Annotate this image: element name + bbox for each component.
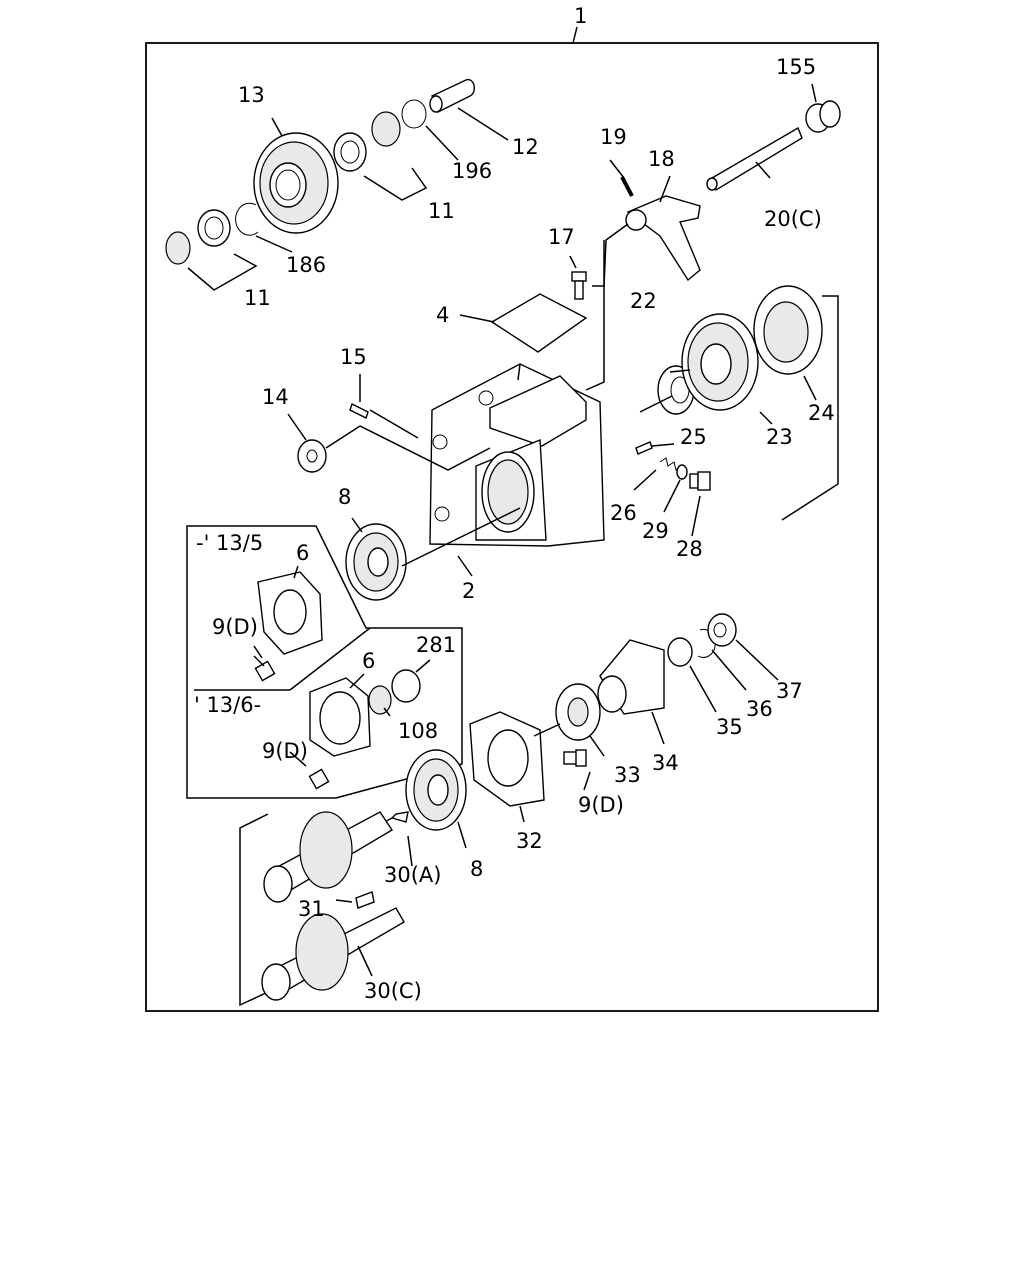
label-part-186: 186: [286, 253, 326, 277]
label-part-11-left: 11: [244, 286, 271, 310]
label-part-29: 29: [642, 519, 669, 543]
label-part-196: 196: [452, 159, 492, 183]
bolt-9d-old: [253, 655, 276, 682]
label-part-9d-new: 9(D): [262, 739, 308, 763]
variant-inset-box: [186, 525, 463, 799]
label-part-108: 108: [398, 719, 438, 743]
label-part-25: 25: [680, 425, 707, 449]
set-screw-25: [635, 441, 653, 455]
label-part-8-lower: 8: [470, 857, 483, 881]
snap-ring-186: [235, 202, 259, 236]
label-part-155: 155: [776, 55, 816, 79]
label-part-12: 12: [512, 135, 539, 159]
label-part-36: 36: [746, 697, 773, 721]
label-part-6-old: 6: [296, 541, 309, 565]
diagram-frame: [145, 42, 879, 1012]
label-part-14: 14: [262, 385, 289, 409]
ring-281: [391, 669, 421, 703]
label-part-32: 32: [516, 829, 543, 853]
bolt-28: [689, 471, 711, 491]
label-part-6-new: 6: [362, 649, 375, 673]
label-part-17: 17: [548, 225, 575, 249]
flange-34: [597, 639, 665, 715]
bolt-9d-lower: [563, 749, 587, 767]
shaft-30a: [263, 811, 409, 903]
gear-13: [253, 132, 339, 234]
bearing-11-left: [165, 209, 231, 265]
gear-23: [681, 313, 759, 411]
label-part-11-top: 11: [428, 199, 455, 223]
label-part-31: 31: [298, 897, 325, 921]
label-part-1: 1: [574, 4, 587, 28]
plate-6-new: [309, 677, 371, 757]
label-part-13: 13: [238, 83, 265, 107]
plate-6-old: [257, 571, 323, 655]
pin-15: [349, 403, 369, 419]
label-part-22: 22: [630, 289, 657, 313]
bearing-11-top: [333, 111, 401, 172]
label-part-8-upper: 8: [338, 485, 351, 509]
label-part-35: 35: [716, 715, 743, 739]
label-part-30c: 30(C): [364, 979, 422, 1003]
label-part-20c: 20(C): [764, 207, 822, 231]
sleeve-24: [753, 285, 823, 375]
housing-2: [429, 363, 605, 547]
bearing-8-upper: [345, 523, 407, 601]
key-31: [355, 891, 375, 909]
washer-29: [676, 464, 688, 480]
leader-lines: [187, 83, 817, 977]
label-part-33: 33: [614, 763, 641, 787]
plate-32: [469, 711, 545, 807]
seal-108: [368, 685, 392, 715]
label-part-34: 34: [652, 751, 679, 775]
bushing-155: [805, 100, 841, 133]
shaft-20c: [706, 126, 803, 192]
pin-12: [429, 78, 475, 113]
label-date-after: ' 13/6-: [194, 693, 261, 717]
shift-fork-18: [625, 195, 701, 282]
label-part-23: 23: [766, 425, 793, 449]
label-part-37: 37: [776, 679, 803, 703]
label-part-9d-old: 9(D): [212, 615, 258, 639]
label-date-before: -' 13/5: [196, 531, 263, 555]
label-part-19: 19: [600, 125, 627, 149]
label-part-4: 4: [436, 303, 449, 327]
cover-plate-4: [490, 293, 588, 353]
collar-14: [297, 439, 327, 473]
nut-37: [707, 613, 737, 647]
label-part-9d-lower: 9(D): [578, 793, 624, 817]
shaft-30c: [261, 907, 405, 1001]
label-part-2: 2: [462, 579, 475, 603]
label-part-28: 28: [676, 537, 703, 561]
label-part-24: 24: [808, 401, 835, 425]
bolt-17: [571, 271, 587, 300]
label-part-26: 26: [610, 501, 637, 525]
label-part-30a: 30(A): [384, 863, 441, 887]
label-part-18: 18: [648, 147, 675, 171]
spring-pin-19: [620, 176, 634, 197]
label-part-281: 281: [416, 633, 456, 657]
label-part-15: 15: [340, 345, 367, 369]
washer-35: [667, 637, 693, 667]
bolt-9d-new: [308, 768, 330, 790]
oil-seal-33: [555, 683, 601, 741]
ring-196: [401, 99, 427, 129]
bearing-8-lower: [405, 749, 467, 831]
